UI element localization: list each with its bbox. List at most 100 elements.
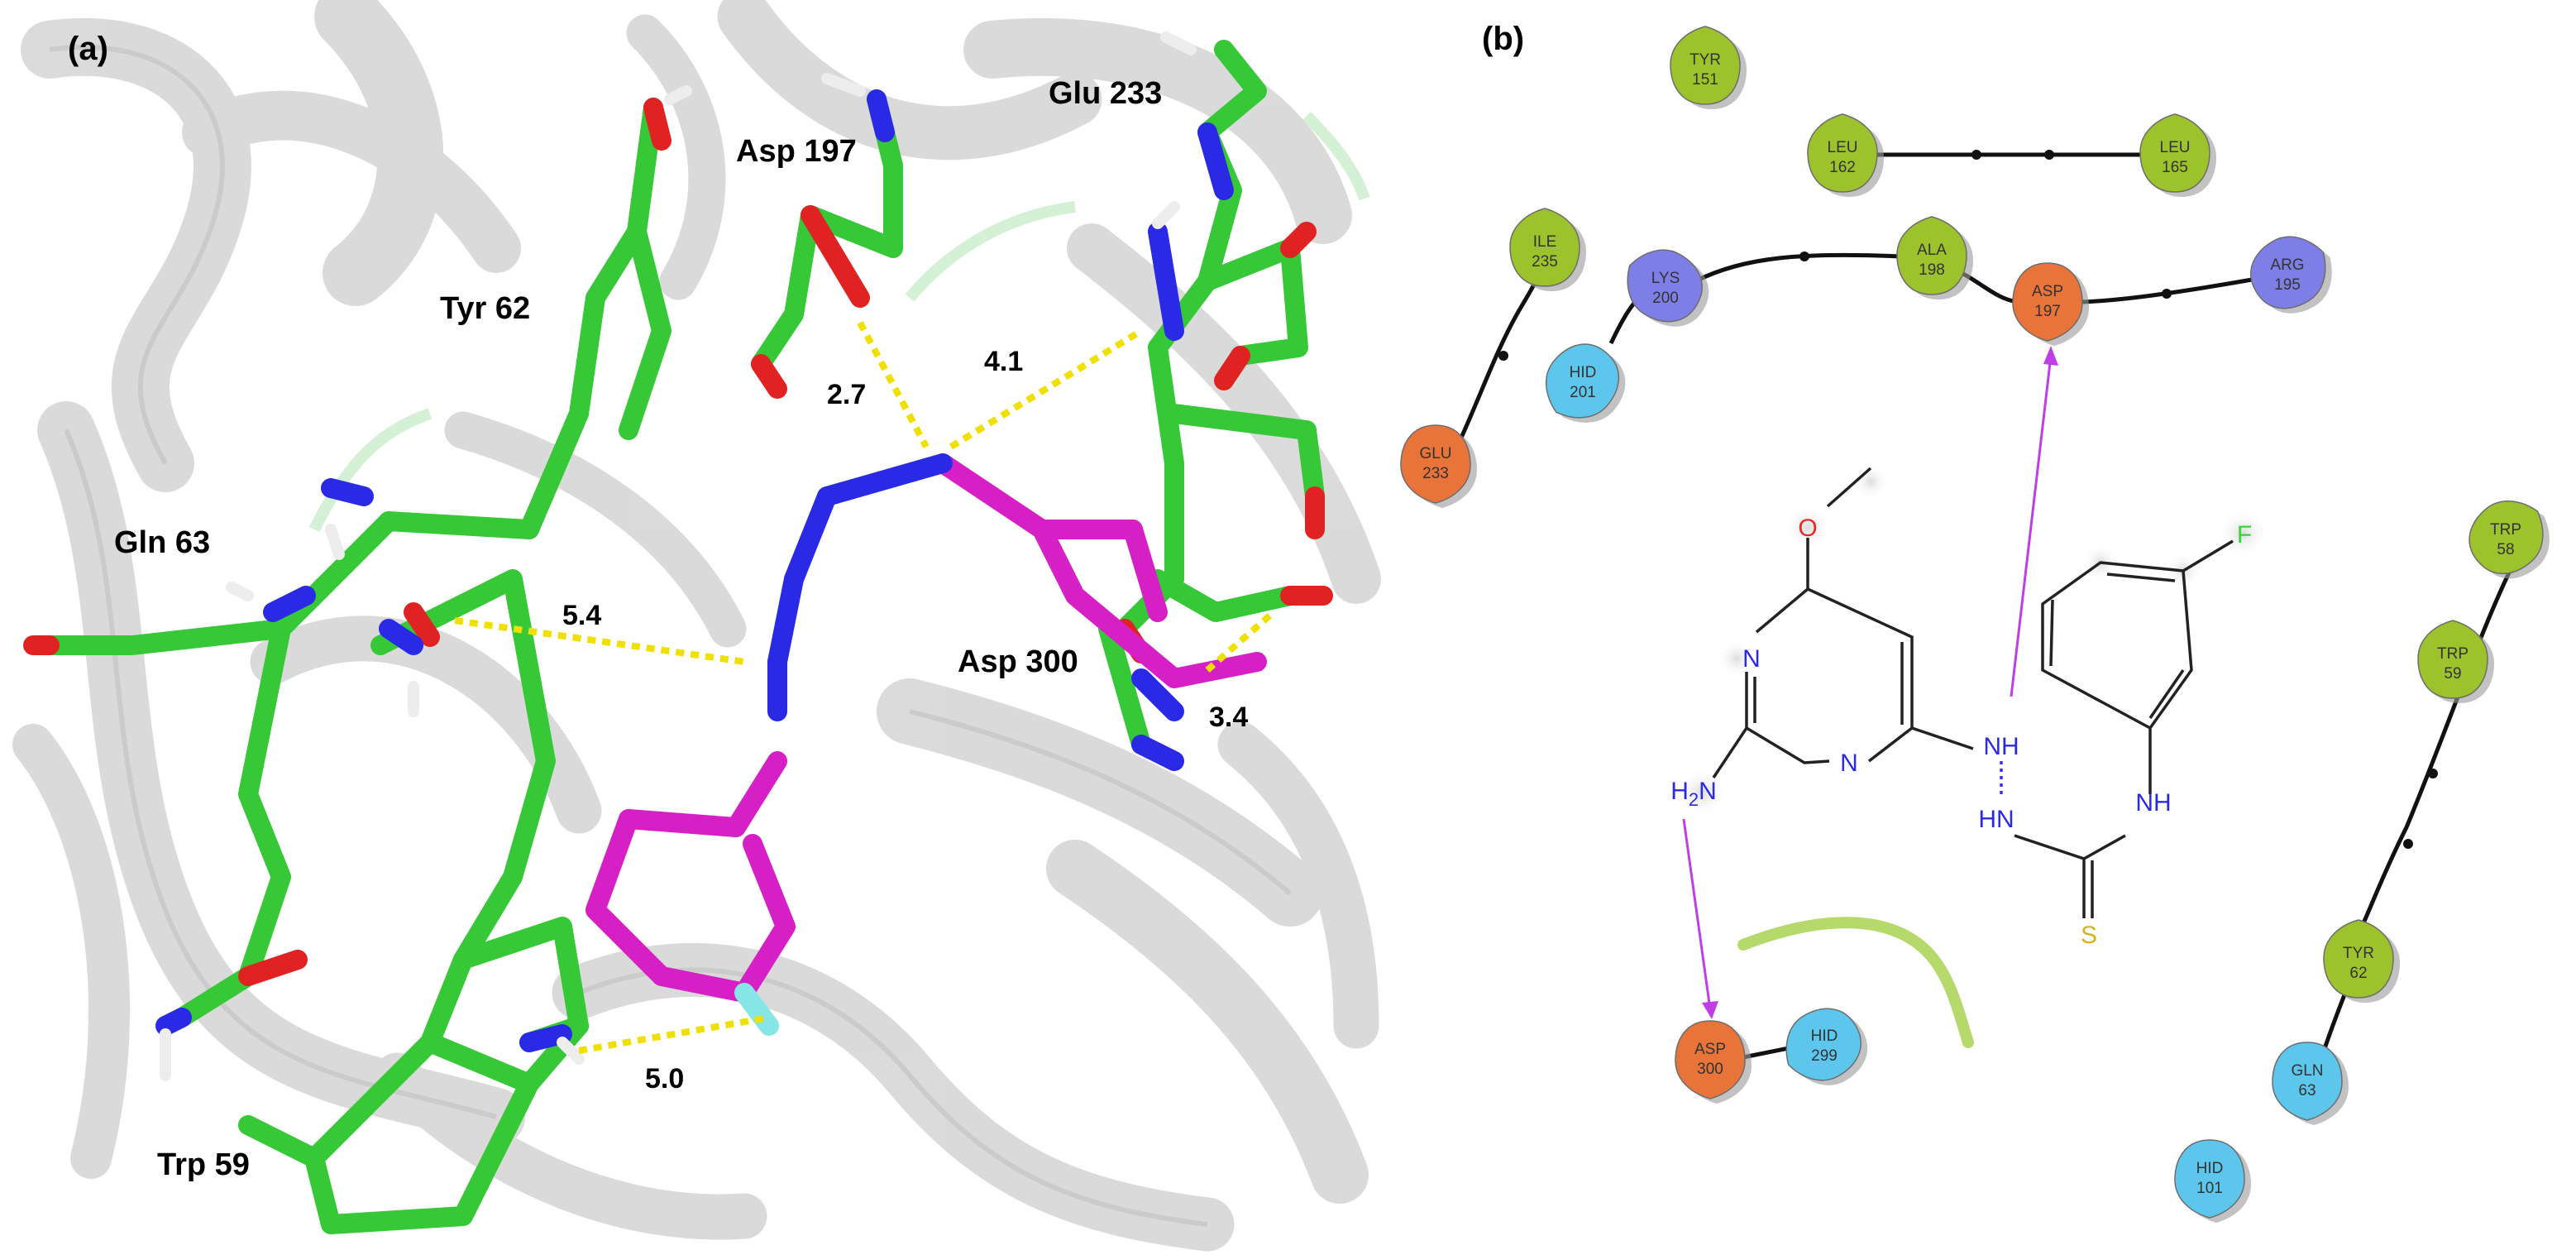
hbond-h2n-asp300 [1682, 818, 1712, 1010]
residue-arg195-number: 195 [2274, 276, 2301, 294]
distance-4-1: 4.1 [984, 346, 1023, 377]
residue-gln63: GLN 63 [2272, 1042, 2349, 1125]
residue-hid201-marker [1545, 343, 1620, 419]
residue-ile235-name: ILE [1533, 233, 1557, 251]
distance-5-4: 5.4 [562, 600, 601, 631]
residue-hid101: HID 101 [2174, 1139, 2251, 1223]
residue-asp197-marker [2012, 262, 2083, 342]
residue-asp300-marker [1675, 1020, 1746, 1099]
interaction-dashes [454, 321, 1276, 1054]
residue-lys200-name: LYS [1651, 270, 1680, 287]
residue-gln63-name: GLN [2291, 1062, 2323, 1080]
residue-ile235-marker [1509, 208, 1580, 287]
residue-hid299-number: 299 [1811, 1047, 1838, 1065]
residue-tyr62-marker [2323, 919, 2394, 999]
atom-n1: N [1742, 645, 1761, 673]
residue-arg195-name: ARG [2270, 256, 2304, 274]
distance-3-4: 3.4 [1209, 702, 1248, 733]
residue-leu162-marker [1807, 113, 1878, 193]
atom-n2: N [1840, 750, 1858, 777]
residue-asp197-number: 197 [2034, 303, 2061, 320]
residue-asp300: ASP 300 [1675, 1020, 1752, 1104]
atom-s: S [2081, 922, 2097, 949]
residue-sticks [23, 31, 1333, 1234]
residue-leu165-number: 165 [2162, 159, 2188, 176]
panel-a: (a) Asp 197 Glu 233 Tyr 62 Gln 63 Asp 30… [12, 0, 1381, 1255]
atom-h2n: H2N [1670, 778, 1717, 810]
backbone-dots [1498, 150, 2438, 849]
residue-glu233-marker [1400, 424, 1471, 504]
residue-glu233: GLU 233 [1400, 424, 1477, 508]
residue-arg195: ARG 195 [2250, 236, 2332, 314]
residue-lys200-marker [1627, 249, 1703, 323]
residue-trp58-name: TRP [2490, 521, 2521, 539]
atom-hn: HN [1978, 806, 2014, 833]
residue-asp300-number: 300 [1697, 1061, 1723, 1078]
residue-trp59-name: TRP [2437, 645, 2468, 663]
residue-hid299-name: HID [1811, 1027, 1838, 1045]
residue-leu165-name: LEU [2160, 139, 2191, 156]
ligand-sticks [585, 453, 1267, 1036]
atom-f: F [2237, 521, 2252, 548]
distance-5-0: 5.0 [645, 1063, 684, 1095]
panel-b-label: (b) [1482, 21, 1524, 57]
residue-tyr62: TYR 62 [2323, 919, 2400, 1003]
residue-ala198-name: ALA [1917, 242, 1947, 259]
residue-hid101-marker [2174, 1139, 2245, 1219]
panel-a-label: (a) [68, 31, 108, 67]
residue-glu233-number: 233 [1422, 465, 1449, 482]
residue-trp59-marker [2417, 620, 2488, 699]
residue-glu233-name: GLU [1419, 445, 1451, 462]
residue-tyr151-number: 151 [1692, 71, 1718, 89]
residue-lys200-number: 200 [1652, 290, 1679, 307]
label-glu233: Glu 233 [1049, 76, 1162, 111]
residue-hid101-number: 101 [2196, 1180, 2223, 1197]
panel-b: (b) [1400, 21, 2550, 1223]
ribbon-shading [49, 44, 1292, 1227]
residue-gln63-number: 63 [2298, 1082, 2316, 1099]
residue-hid101-name: HID [2196, 1160, 2224, 1177]
label-asp197: Asp 197 [736, 134, 857, 169]
hbond-arrows [1682, 346, 2058, 1019]
residue-trp58-marker [2468, 500, 2544, 575]
ligand-2d [1677, 463, 2268, 918]
atom-nh-upper: NH [1983, 733, 2019, 760]
label-gln63: Gln 63 [114, 525, 210, 560]
atom-nh-lower: NH [2135, 789, 2171, 817]
residue-hid201-name: HID [1570, 364, 1597, 381]
label-trp59: Trp 59 [157, 1147, 250, 1182]
ligand-atoms: O N N H2N NH HN NH S F [1670, 515, 2252, 949]
residue-hid299-marker [1785, 1008, 1862, 1081]
residue-hid299: HID 299 [1785, 1008, 1868, 1085]
residue-lys200: LYS 200 [1627, 249, 1709, 327]
residue-asp197: ASP 197 [2012, 262, 2089, 346]
residue-hid201-number: 201 [1570, 384, 1596, 401]
residue-ala198-number: 198 [1919, 261, 1945, 279]
hbond-nh-asp197-head [2043, 346, 2058, 366]
pocket-surface-line [1737, 917, 1974, 1048]
residue-asp197-name: ASP [2032, 283, 2063, 300]
residue-tyr62-number: 62 [2349, 965, 2367, 982]
residue-tyr151-name: TYR [1689, 51, 1721, 69]
ribbon-green-tint [308, 112, 1370, 533]
residue-leu165-marker [2139, 113, 2210, 193]
residue-tyr151-marker [1670, 26, 1741, 105]
residue-trp59-number: 59 [2444, 665, 2461, 683]
atom-o: O [1798, 515, 1817, 542]
residue-tyr62-name: TYR [2343, 945, 2374, 962]
residue-ile235-number: 235 [1532, 253, 1558, 271]
residue-tyr151: TYR 151 [1670, 26, 1747, 109]
residue-ile235: ILE 235 [1509, 208, 1586, 291]
residue-leu165: LEU 165 [2139, 113, 2216, 197]
residue-arg195-marker [2250, 236, 2326, 309]
residue-hid201: HID 201 [1545, 343, 1626, 423]
residue-leu162-number: 162 [1829, 159, 1856, 176]
hbond-nh-asp197 [2010, 355, 2053, 697]
residue-ala198-marker [1896, 216, 1967, 295]
residue-asp300-name: ASP [1694, 1041, 1726, 1058]
label-tyr62: Tyr 62 [440, 291, 530, 326]
